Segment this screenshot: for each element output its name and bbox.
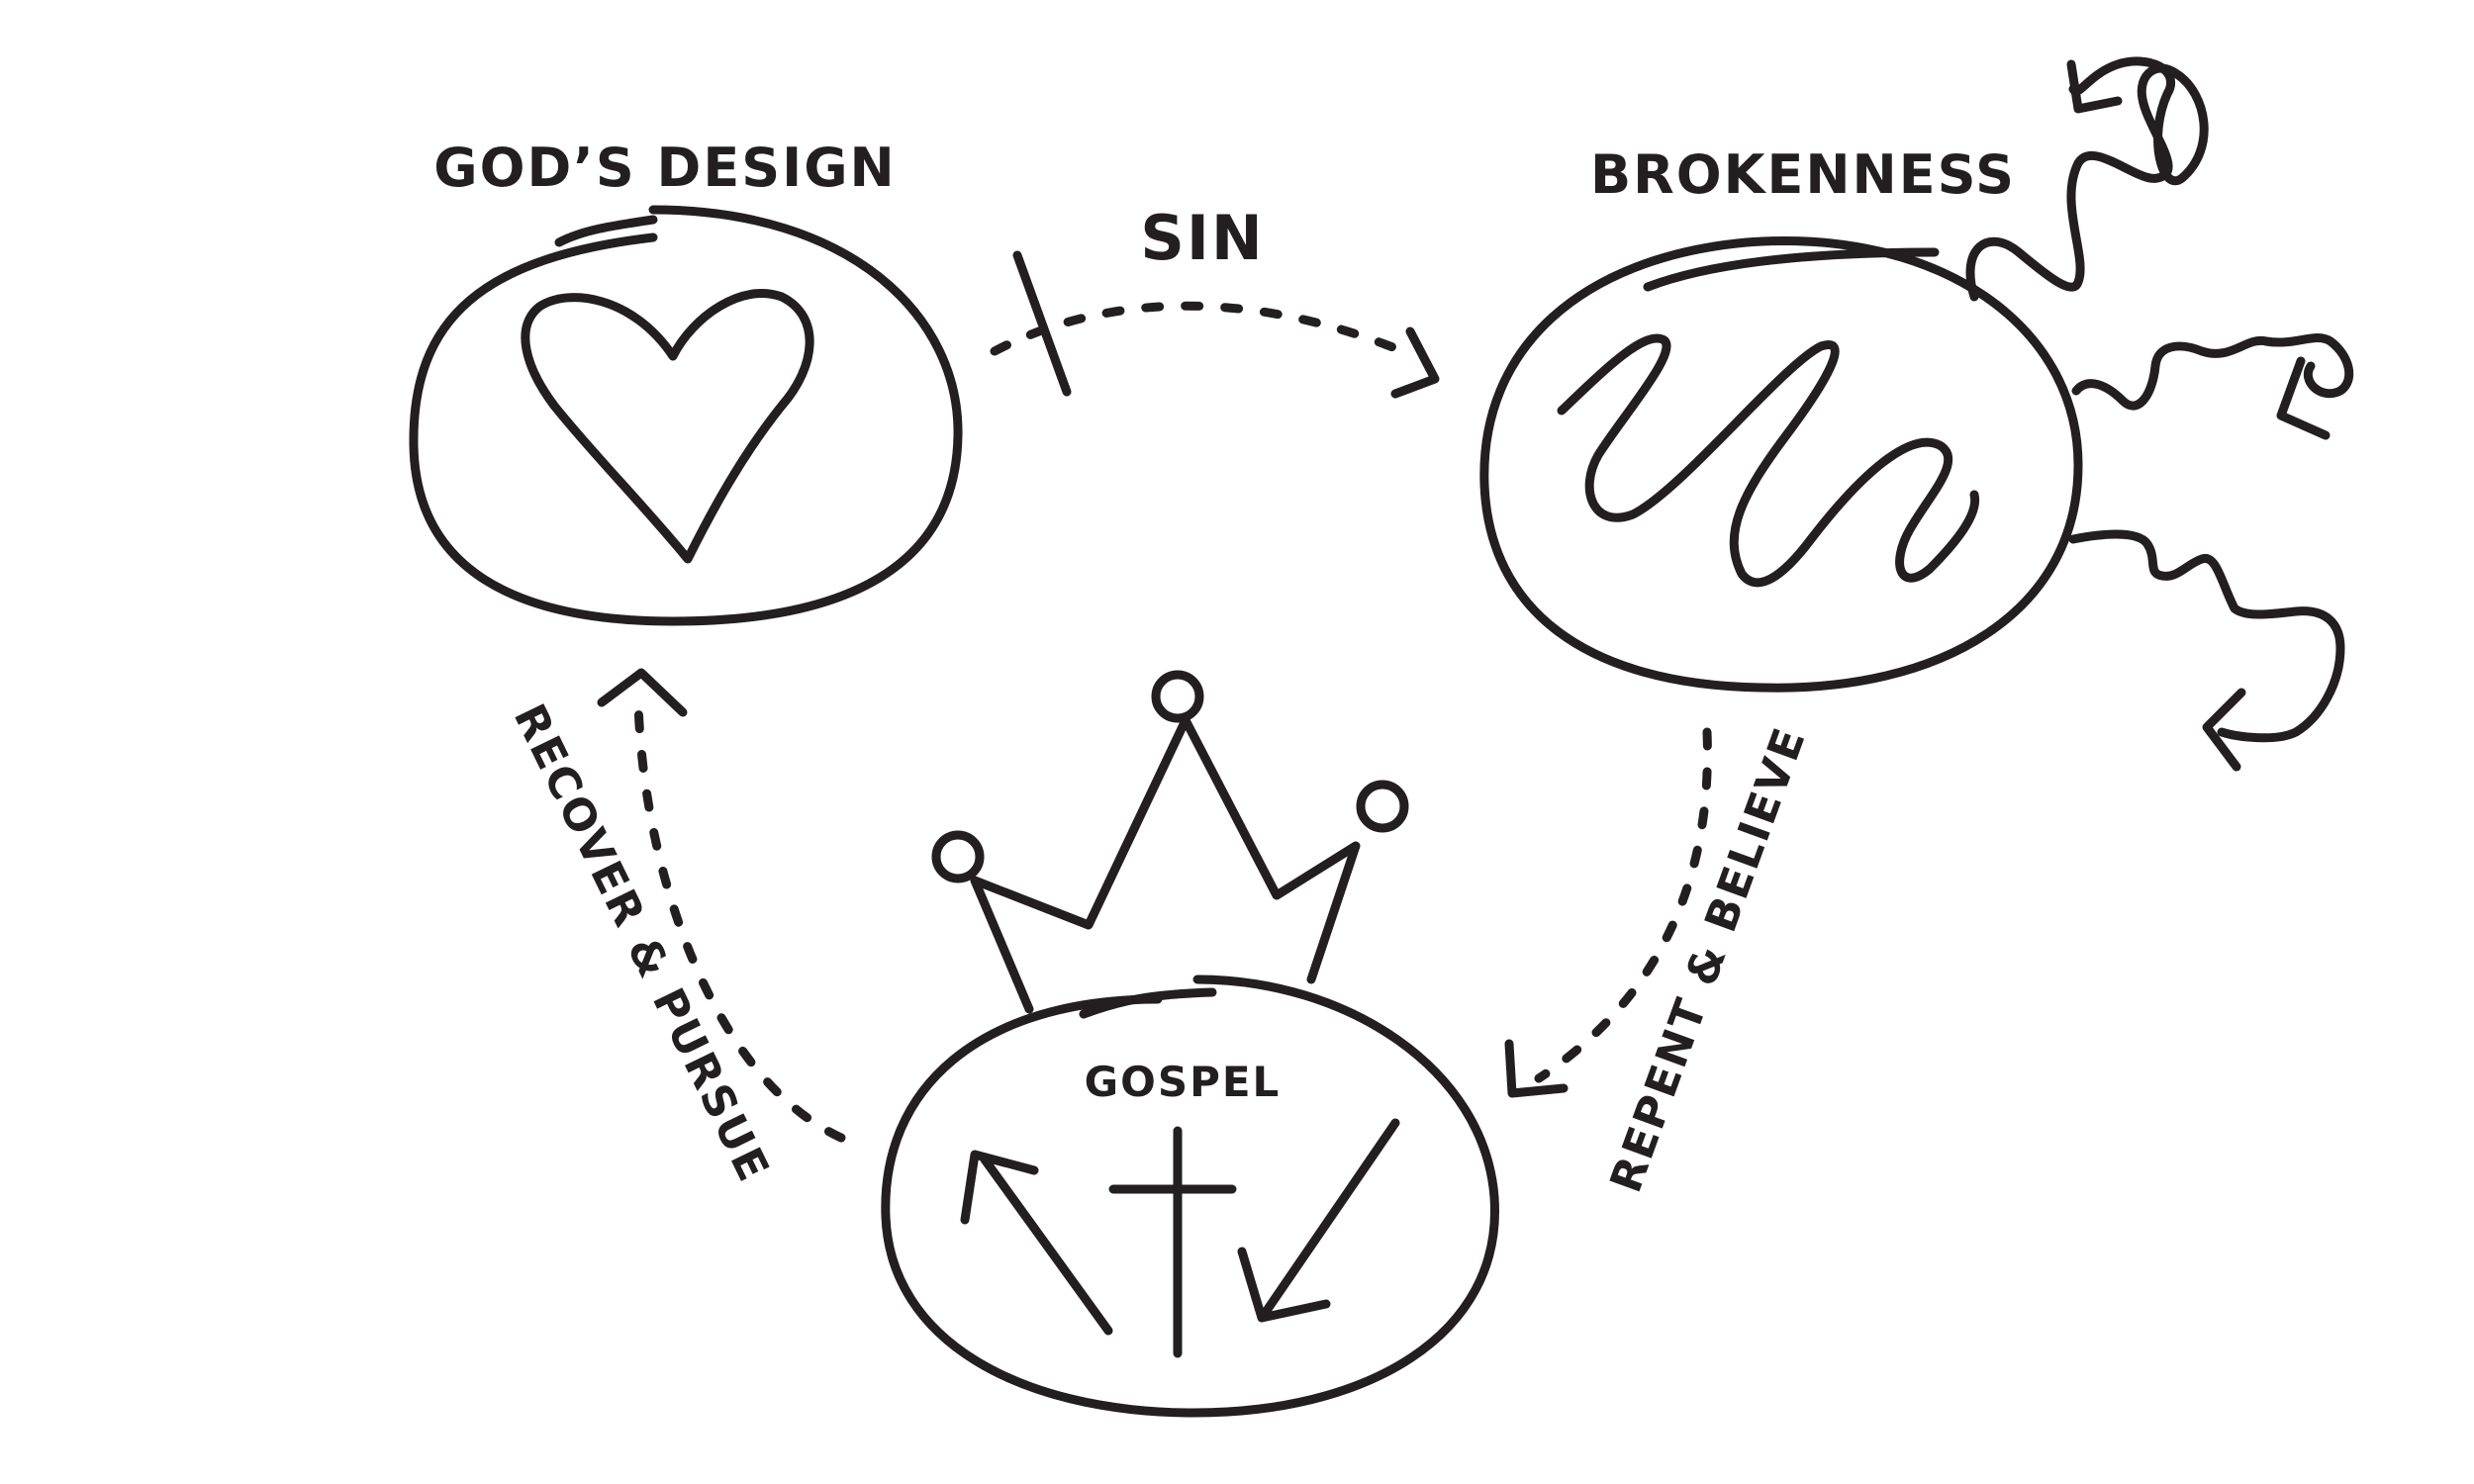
repent-believe-arrow: REPENT & BELIEVE — [1504, 720, 1817, 1199]
gospel-circle — [881, 974, 1499, 1418]
sin-crossbar — [1012, 250, 1072, 397]
sin-label: SIN — [1140, 202, 1265, 274]
gods-design-label: GOD’S DESIGN — [433, 137, 896, 199]
squiggle-arrowhead-top — [2066, 59, 2123, 114]
squiggle-arrowhead-middle — [2276, 356, 2331, 440]
cross-icon — [1108, 1126, 1237, 1358]
gospel-circle-tail — [1079, 987, 1217, 1019]
scribble-icon — [1557, 333, 1980, 588]
brokenness-circle-tail — [1643, 247, 1940, 292]
squiggle-arrow-middle — [2071, 333, 2354, 411]
repent-believe-label: REPENT & BELIEVE — [1601, 720, 1817, 1199]
brokenness-circle — [1479, 236, 2083, 693]
gods-design-circle — [409, 205, 963, 626]
squiggle-arrow-bottom — [2068, 529, 2345, 743]
brokenness-node: BROKENNESS — [1479, 56, 2354, 772]
gods-design-node: GOD’S DESIGN — [409, 137, 963, 626]
heart-icon — [521, 288, 814, 564]
crown-jewel-left — [931, 830, 985, 883]
sin-arrow: SIN — [990, 202, 1440, 399]
sin-dashed-line — [990, 301, 1400, 356]
squiggle-arrow-top — [1965, 56, 2209, 302]
crown-icon — [970, 715, 1361, 1014]
arrow-up-icon — [960, 1150, 1113, 1336]
sin-arrowhead — [1390, 326, 1440, 399]
crown-jewel-top — [1151, 670, 1204, 723]
recover-pursue-dashed-line — [633, 697, 846, 1143]
crown-jewel-right — [1356, 780, 1409, 833]
recover-pursue-arrow: RECOVER & PURSUE — [504, 668, 846, 1190]
gods-design-circle-tail — [554, 215, 658, 247]
gospel-node: GOSPEL — [881, 670, 1499, 1418]
repent-believe-arrowhead — [1504, 1039, 1569, 1098]
arrow-down-icon — [1237, 1118, 1400, 1323]
repent-believe-dashed-line — [1534, 727, 1712, 1083]
brokenness-label: BROKENNESS — [1590, 143, 2016, 206]
recover-pursue-arrowhead — [597, 668, 688, 717]
squiggle-arrowhead-bottom — [2202, 688, 2246, 772]
gospel-label: GOSPEL — [1085, 1058, 1282, 1106]
